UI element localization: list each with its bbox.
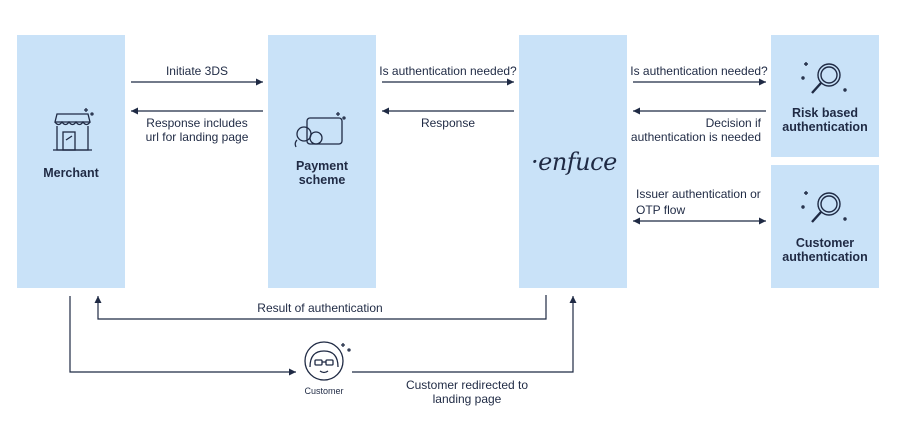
risk-auth-label-line1: Risk based: [791, 106, 858, 120]
edge-label-issuer-auth-2: OTP flow: [636, 203, 686, 217]
magnifier-icon-customer-auth: [801, 191, 847, 223]
customer-avatar-icon: [304, 341, 351, 381]
edge-label-initiate-3ds: Initiate 3DS: [165, 64, 229, 78]
edge-label-result: Result of authentication: [257, 301, 383, 315]
risk-based-auth-box: [771, 35, 879, 157]
payment-scheme-box: [268, 35, 376, 288]
arrow-result: [94, 295, 547, 320]
enfuce-logo: ·enfuce: [531, 148, 617, 176]
arrow-customer-enfuce: [352, 296, 577, 373]
payment-scheme-label-line1: Payment: [295, 159, 349, 173]
edge-label-auth-needed-2: Is authentication needed?: [630, 64, 768, 78]
payment-scheme-label-line2: scheme: [298, 173, 346, 187]
shop-icon: [53, 108, 94, 151]
magnifier-icon-risk: [801, 62, 847, 94]
merchant-box: [17, 35, 125, 288]
customer-auth-box: [771, 165, 879, 288]
edge-label-response-includes-1: Response includes: [146, 116, 248, 130]
arrow-merchant-customer: [69, 296, 296, 376]
customer-label: Customer: [304, 386, 344, 396]
enfuce-box: [519, 35, 627, 288]
customer-auth-label-line1: Customer: [795, 236, 855, 250]
edge-label-response-includes-2: url for landing page: [145, 130, 249, 144]
edge-label-redirected-1: Customer redirected to: [405, 378, 529, 392]
payment-card-icon: [294, 112, 346, 148]
risk-auth-label-line2: authentication: [782, 120, 868, 134]
customer-auth-label-line2: authentication: [782, 250, 868, 264]
merchant-label: Merchant: [43, 166, 99, 180]
edge-label-decision-1: Decision if: [705, 116, 761, 130]
edge-label-response: Response: [420, 116, 476, 130]
edge-label-auth-needed-1: Is authentication needed?: [379, 64, 517, 78]
edge-label-decision-2: authentication is needed: [630, 130, 761, 144]
edge-label-issuer-auth-1: Issuer authentication or: [636, 187, 761, 201]
edge-label-redirected-2: landing page: [432, 392, 502, 406]
